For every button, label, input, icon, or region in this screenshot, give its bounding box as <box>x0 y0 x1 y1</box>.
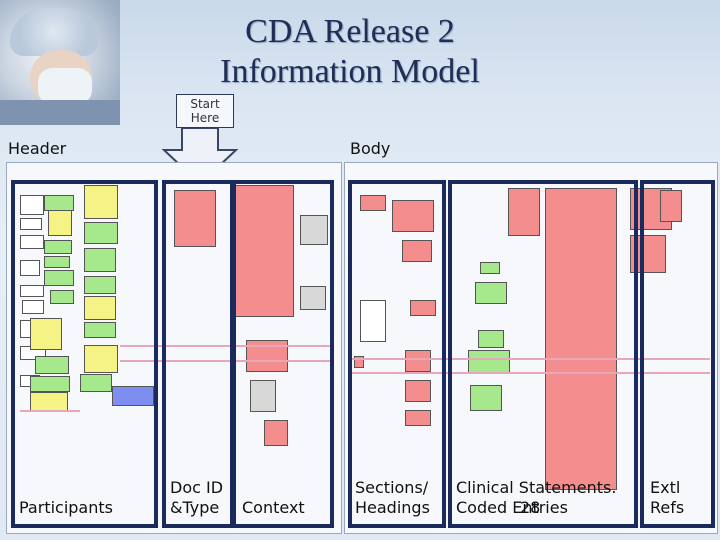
surgical-mask <box>38 68 92 104</box>
sections-column <box>348 180 446 528</box>
gown <box>0 100 120 125</box>
doc-id-column <box>162 180 234 528</box>
clinical-statements-column <box>448 180 638 528</box>
clinical-statements-label: Clinical Statements. Coded Entries <box>456 478 617 517</box>
start-here-label: Start Here <box>176 94 234 128</box>
page-number: 28 <box>520 498 541 517</box>
sections-headings-label: Sections/ Headings <box>355 478 430 517</box>
context-label: Context <box>242 498 305 517</box>
slide-title: CDA Release 2 Information Model <box>150 12 550 92</box>
header-label: Header <box>8 139 67 158</box>
body-label: Body <box>350 139 391 158</box>
surgical-cap <box>10 8 98 56</box>
doc-id-type-label: Doc ID &Type <box>170 478 224 517</box>
external-refs-label: Extl Refs <box>650 478 685 517</box>
participants-label: Participants <box>19 498 113 517</box>
context-column <box>232 180 334 528</box>
external-refs-column <box>640 180 715 528</box>
participants-column <box>11 180 158 528</box>
title-line-1: CDA Release 2 <box>245 13 455 50</box>
doctor-photo <box>0 0 120 125</box>
title-line-2: Information Model <box>220 53 480 90</box>
